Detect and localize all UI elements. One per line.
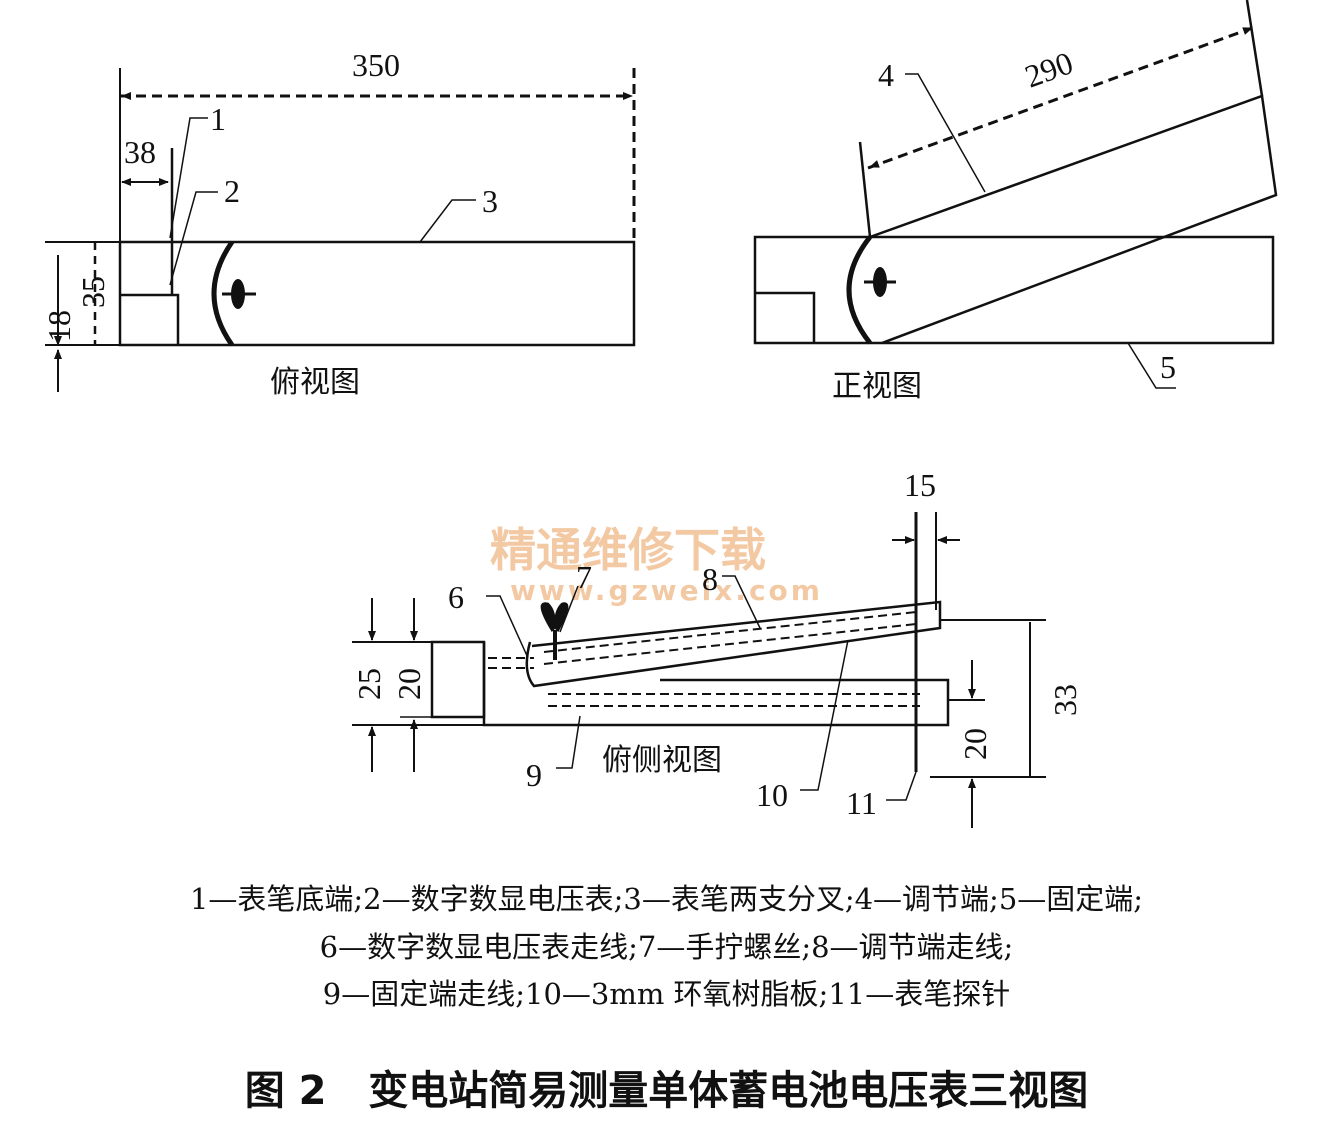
side-view-fixed-plate: [482, 642, 950, 727]
watermark-name: 精通维修下载: [490, 523, 766, 577]
side-view-meter: [430, 640, 486, 719]
callout-2: 2: [224, 173, 240, 209]
wing-screw-icon: [540, 602, 569, 660]
front-view: [753, 0, 1278, 389]
dim-15: 15: [904, 467, 936, 503]
dim-35: 35: [75, 276, 111, 308]
side-view: [352, 512, 1046, 828]
screw-icon: [864, 267, 896, 297]
watermark-url: www.gzweix.com: [510, 574, 823, 607]
callout-9: 9: [526, 757, 542, 793]
side-view-title: 俯侧视图: [602, 743, 722, 778]
dim-33: 33: [1047, 684, 1083, 716]
figure-caption: 图 2 变电站简易测量单体蓄电池电压表三视图: [244, 1068, 1089, 1114]
legend-line-1: 1—表笔底端;2—数字数显电压表;3—表笔两支分叉;4—调节端;5—固定端;: [189, 882, 1144, 916]
top-view-title: 俯视图: [270, 365, 360, 400]
callout-10: 10: [756, 777, 788, 813]
dim-38: 38: [124, 134, 156, 170]
dim-18: 18: [41, 310, 77, 342]
callout-7: 7: [576, 559, 592, 595]
callout-5: 5: [1160, 349, 1176, 385]
dim-25: 25: [351, 668, 387, 700]
front-view-step: [755, 291, 816, 343]
front-view-title: 正视图: [832, 369, 922, 404]
callout-1: 1: [210, 101, 226, 137]
dim-20-right: 20: [957, 728, 993, 760]
callout-11: 11: [846, 785, 877, 821]
watermark: 精通维修下载 www.gzweix.com: [490, 523, 823, 607]
callout-8: 8: [702, 561, 718, 597]
callout-6: 6: [448, 579, 464, 615]
top-view: [45, 68, 636, 392]
front-view-adjust-arm: [869, 94, 1278, 345]
callout-4: 4: [878, 57, 894, 93]
legend-line-3: 9—固定端走线;10—3mm 环氧树脂板;11—表笔探针: [322, 977, 1011, 1011]
callout-3: 3: [482, 183, 498, 219]
top-view-pivot-arc: [211, 240, 235, 347]
legend-line-2: 6—数字数显电压表走线;7—手拧螺丝;8—调节端走线;: [319, 930, 1014, 964]
dim-350: 350: [352, 47, 400, 83]
top-view-body-outline: [118, 240, 636, 347]
top-view-step: [120, 293, 180, 345]
front-view-pivot-arc: [846, 235, 872, 345]
dim-290: 290: [1020, 44, 1077, 94]
side-view-adjust-plate: [525, 600, 942, 688]
dim-20-left: 20: [391, 668, 427, 700]
screw-icon: [222, 279, 256, 309]
front-view-base: [753, 235, 1275, 345]
